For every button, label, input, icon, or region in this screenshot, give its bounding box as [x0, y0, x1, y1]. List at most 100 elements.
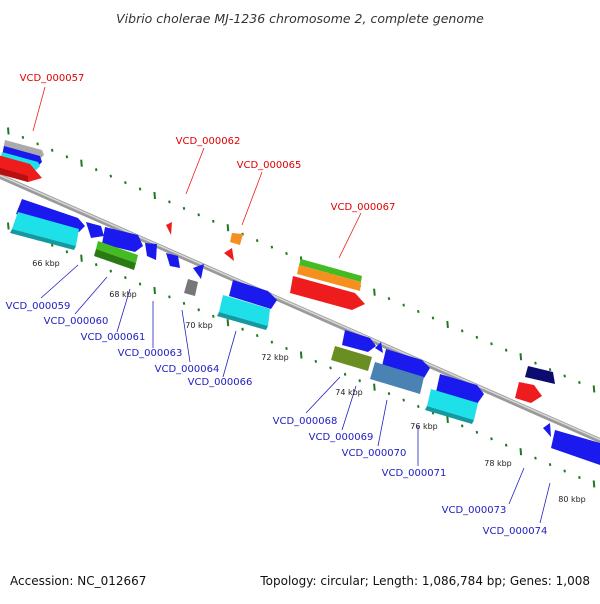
- upper-genes: [0, 140, 555, 403]
- tick-mark: [80, 159, 83, 167]
- kbp-label-72: 72 kbp: [261, 353, 289, 362]
- tick-mark: [446, 415, 449, 423]
- tick-mark: [504, 348, 508, 352]
- gene-blue-arrow[interactable]: [193, 264, 204, 279]
- gene-navy[interactable]: [525, 366, 555, 384]
- tick-mark: [50, 148, 54, 152]
- tick-mark: [475, 335, 479, 339]
- gene-label-vcd-000067: VCD_000067: [331, 202, 396, 213]
- tick-mark: [299, 351, 303, 359]
- tick-mark: [519, 448, 523, 456]
- gene-label-vcd-000074: VCD_000074: [483, 526, 548, 537]
- gene-vcd-000068[interactable]: [342, 330, 376, 352]
- gene-label-vcd-000069: VCD_000069: [309, 432, 374, 443]
- gene-vcd-000057-stack[interactable]: [0, 140, 44, 182]
- tick-mark: [138, 187, 142, 191]
- gene-label-vcd-000060: VCD_000060: [44, 316, 109, 327]
- gene-vcd-000070[interactable]: [382, 349, 430, 378]
- tick-mark: [168, 295, 171, 299]
- tick-mark: [343, 372, 347, 376]
- tick-mark: [80, 254, 83, 262]
- tick-mark: [212, 219, 215, 223]
- tick-mark: [402, 303, 405, 307]
- tick-mark: [226, 224, 230, 232]
- lower-genes: [10, 199, 600, 465]
- gene-vcd-000067-stack[interactable]: [290, 259, 365, 310]
- tick-mark: [226, 319, 230, 327]
- gene-vcd-000069[interactable]: [375, 342, 383, 353]
- gene-label-vcd-000068: VCD_000068: [273, 416, 338, 427]
- tick-mark: [21, 135, 25, 139]
- gene-vcd-000060[interactable]: [86, 222, 104, 238]
- tick-mark: [270, 340, 274, 344]
- tick-mark: [124, 181, 127, 185]
- gene-label-vcd-000059: VCD_000059: [6, 301, 71, 312]
- tick-mark: [534, 456, 537, 460]
- gene-gray[interactable]: [184, 279, 198, 296]
- tick-mark: [285, 346, 288, 351]
- gene-vcd-000059-stack[interactable]: [10, 199, 85, 250]
- tick-mark: [168, 200, 171, 204]
- tick-mark: [431, 316, 435, 320]
- kbp-label-66: 66 kbp: [32, 259, 60, 268]
- tick-mark: [329, 366, 332, 370]
- tick-mark: [212, 314, 215, 318]
- tick-mark: [153, 286, 156, 295]
- gene-steel[interactable]: [370, 362, 424, 394]
- gene-vcd-000064[interactable]: [166, 253, 180, 268]
- accession-text: Accession: NC_012667: [10, 574, 146, 588]
- gene-green-stack[interactable]: [94, 241, 138, 270]
- gene-label-vcd-000062: VCD_000062: [176, 136, 241, 147]
- gene-vcd-000062[interactable]: [166, 222, 172, 235]
- gene-red-arrow-right[interactable]: [515, 382, 542, 403]
- tick-mark: [109, 174, 113, 178]
- gene-label-vcd-000064: VCD_000064: [155, 364, 220, 375]
- gene-label-vcd-000071: VCD_000071: [382, 468, 447, 479]
- summary-text: Topology: circular; Length: 1,086,784 bp…: [259, 574, 590, 588]
- gene-cyan-lower[interactable]: [425, 389, 478, 424]
- kbp-label-78: 78 kbp: [484, 459, 512, 468]
- tick-mark: [402, 398, 405, 402]
- tick-mark: [65, 250, 69, 254]
- gene-vcd-000074[interactable]: [551, 430, 600, 465]
- tick-mark: [578, 380, 581, 385]
- gene-olive[interactable]: [331, 346, 372, 371]
- gene-feature-red-arrow[interactable]: [224, 248, 234, 261]
- tick-mark: [94, 168, 98, 172]
- gene-vcd-000071[interactable]: [436, 374, 484, 404]
- tick-mark: [314, 359, 318, 363]
- gene-feature-gray: [3, 140, 44, 159]
- map-title: Vibrio cholerae MJ-1236 chromosome 2, co…: [116, 11, 484, 26]
- kbp-label-76: 76 kbp: [410, 422, 438, 431]
- leader-lines: [32, 86, 551, 524]
- tick-mark: [490, 342, 493, 346]
- gene-label-vcd-000057: VCD_000057: [20, 73, 85, 84]
- tick-mark: [197, 213, 200, 217]
- gene-vcd-000065[interactable]: [230, 233, 243, 245]
- tick-mark: [7, 127, 10, 135]
- kbp-label-74: 74 kbp: [335, 388, 363, 397]
- tick-mark: [519, 353, 523, 361]
- gene-label-vcd-000070: VCD_000070: [342, 448, 407, 459]
- gene-vcd-000073[interactable]: [543, 423, 551, 437]
- gene-label-vcd-000063: VCD_000063: [118, 348, 183, 359]
- tick-mark: [417, 404, 420, 409]
- tick-mark: [373, 383, 376, 391]
- tick-mark: [387, 297, 391, 301]
- kbp-label-70: 70 kbp: [185, 321, 213, 330]
- tick-mark: [182, 301, 186, 305]
- gene-vcd-000066-stack[interactable]: [217, 280, 277, 330]
- chromosome-backbone: [0, 173, 600, 444]
- tick-mark: [460, 424, 464, 428]
- gene-vcd-000061[interactable]: [102, 227, 143, 252]
- tick-mark: [417, 309, 420, 314]
- tick-mark: [490, 437, 493, 441]
- tick-mark: [124, 276, 127, 280]
- tick-mark: [255, 334, 259, 338]
- tick-mark: [592, 385, 596, 393]
- tick-mark: [548, 368, 552, 372]
- tick-mark: [504, 443, 508, 447]
- gene-vcd-000063[interactable]: [145, 243, 157, 260]
